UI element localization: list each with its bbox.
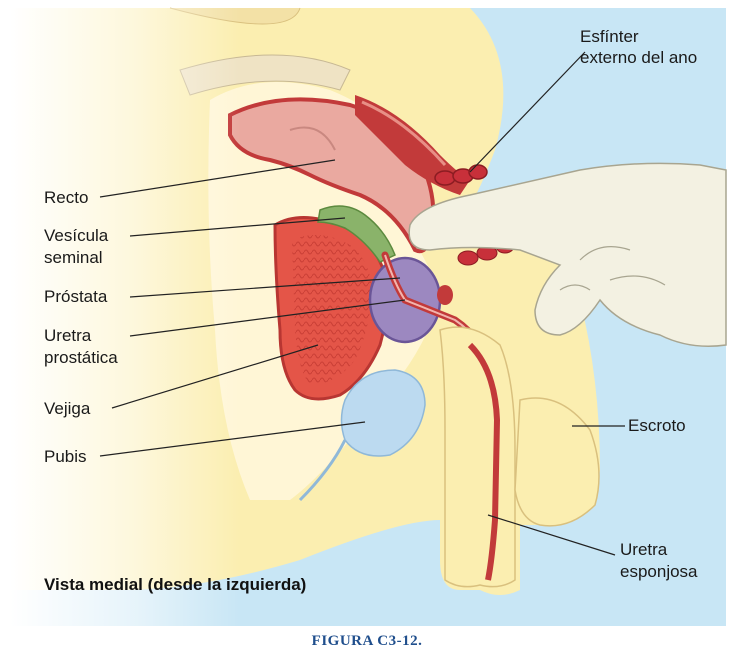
penis bbox=[440, 327, 515, 587]
label-prostata: Próstata bbox=[44, 287, 108, 306]
label-uretra-esponjosa-2: esponjosa bbox=[620, 562, 698, 581]
view-caption: Vista medial (desde la izquierda) bbox=[44, 575, 306, 594]
label-uretra-prostatica-2: prostática bbox=[44, 348, 118, 367]
prostate-rim bbox=[437, 285, 453, 305]
label-vesicula-2: seminal bbox=[44, 248, 103, 267]
label-vejiga: Vejiga bbox=[44, 399, 91, 418]
label-recto: Recto bbox=[44, 188, 88, 207]
label-pubis: Pubis bbox=[44, 447, 87, 466]
label-vesicula-1: Vesícula bbox=[44, 226, 109, 245]
label-esfinter-1: Esfínter bbox=[580, 27, 639, 46]
label-uretra-prostatica-1: Uretra bbox=[44, 326, 92, 345]
left-fade bbox=[10, 8, 240, 626]
figure-caption: FIGURA C3-12. bbox=[312, 633, 423, 649]
label-escroto: Escroto bbox=[628, 416, 686, 435]
label-esfinter-2: externo del ano bbox=[580, 48, 697, 67]
label-uretra-esponjosa-1: Uretra bbox=[620, 540, 668, 559]
